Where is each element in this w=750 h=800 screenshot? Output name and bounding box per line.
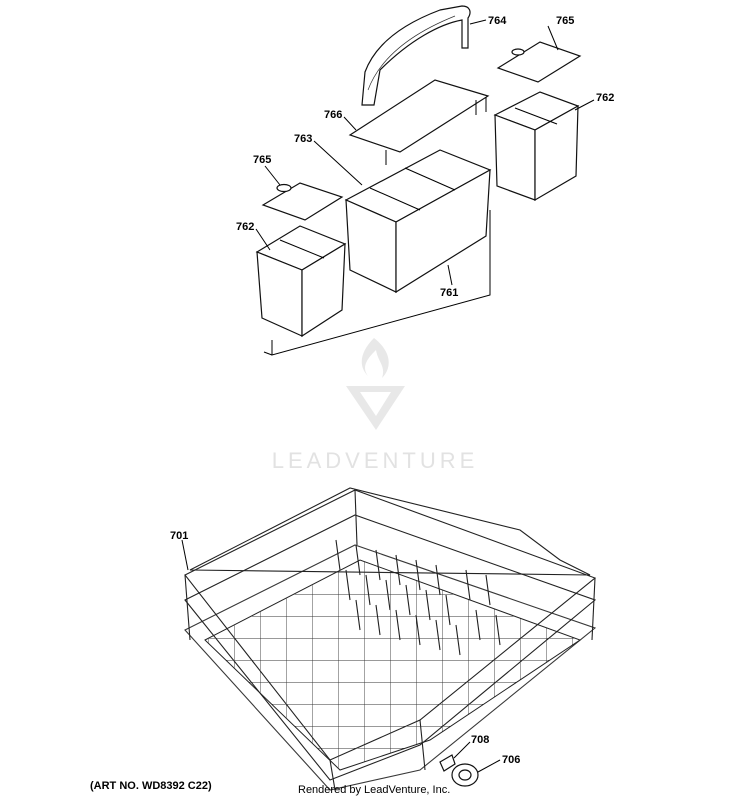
- art-number: (ART NO. WD8392 C22): [90, 780, 212, 792]
- callout-763: 763: [294, 133, 312, 145]
- flame-icon: [361, 338, 389, 378]
- callout-701: 701: [170, 530, 188, 542]
- watermark-text: LEADVENTURE: [272, 448, 479, 473]
- lid-765-left: [261, 182, 344, 221]
- v-logo-icon: [346, 386, 405, 430]
- lower-rack-701: [184, 487, 597, 791]
- basket-762-right: [493, 91, 580, 202]
- basket-762-left: [255, 225, 347, 338]
- callout-764: 764: [488, 15, 507, 27]
- callout-761: 761: [440, 287, 458, 299]
- assembly-bracket-761: [263, 210, 491, 356]
- callout-762: 762: [596, 92, 614, 104]
- rendered-by-credit: Rendered by LeadVenture, Inc.: [298, 784, 451, 796]
- clip-708: [439, 754, 456, 772]
- callout-762: 762: [236, 221, 254, 233]
- callout-765: 765: [556, 15, 574, 27]
- watermark: LEADVENTURE: [272, 338, 479, 473]
- divider-lid-766: [348, 79, 490, 165]
- basket-763-center: [344, 149, 492, 294]
- wheel-706: [451, 763, 479, 787]
- callout-706: 706: [502, 754, 520, 766]
- handle-764: [361, 5, 471, 106]
- callout-765: 765: [253, 154, 271, 166]
- leader-lines: [181, 19, 595, 773]
- lid-765-right: [496, 41, 582, 83]
- callout-766: 766: [324, 109, 342, 121]
- callout-708: 708: [471, 734, 489, 746]
